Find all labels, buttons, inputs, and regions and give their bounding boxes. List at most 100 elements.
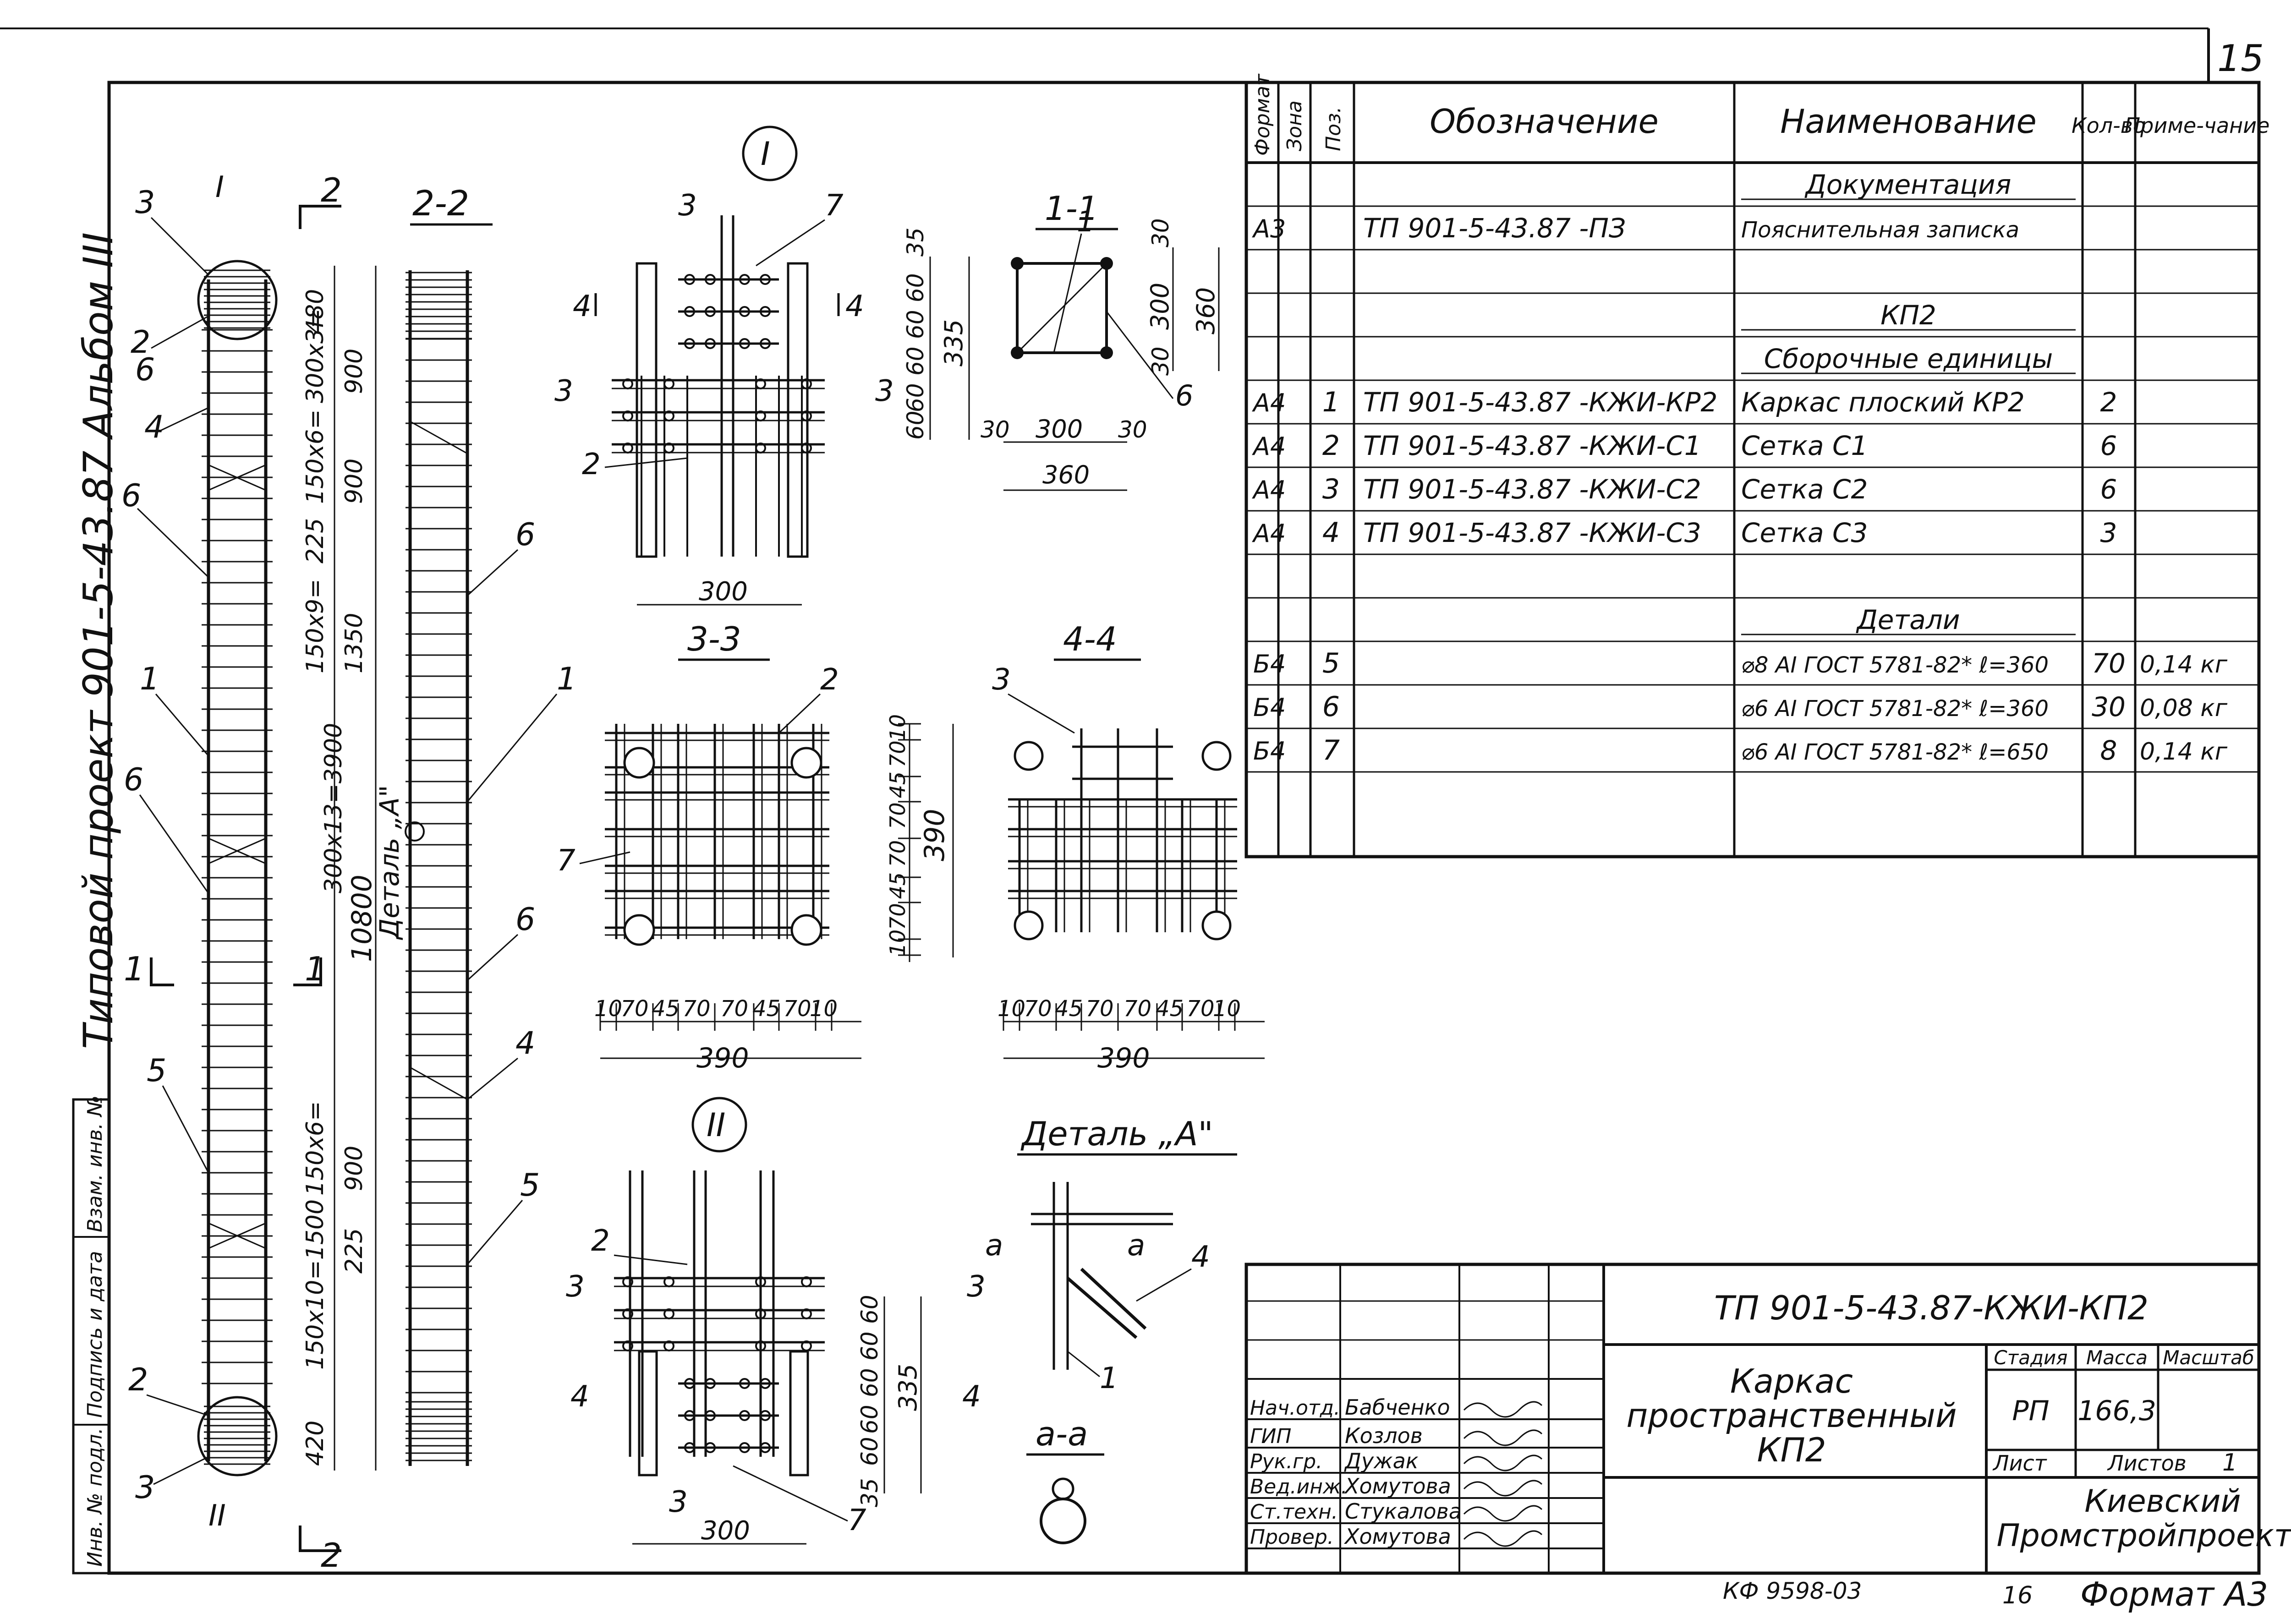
callout-6-top: 6 (135, 352, 155, 388)
s33-h-dim-0: 10 (594, 996, 622, 1022)
callout-mid-5: 5 (520, 1167, 540, 1203)
s11-dim-300-h: 300 (1036, 415, 1083, 443)
detail-I-cut-3-left: 3 (554, 374, 573, 408)
cut-label-2-bottom: 2 (321, 1536, 342, 1575)
spec-header-pos: Поз. (1322, 107, 1345, 151)
view-title-a-a: а-а (1036, 1415, 1088, 1453)
detail-II-dim-60-e: 60 (856, 1437, 883, 1466)
title-block-sheets-h: Листов (2107, 1451, 2187, 1476)
detail-II: II 2 3 7 300 60 60 60 60 60 335 35 3 3 4… (566, 1097, 986, 1546)
spec-row-13-qty: 8 (2100, 735, 2117, 766)
tb-role-4: Ст.техн. (1250, 1500, 1338, 1524)
s11-dim-360-h: 360 (1042, 460, 1090, 489)
dim-225-a: 225 (301, 518, 329, 563)
detail-I: I 3 7 2 300 35 60 60 60 60 60 335 4 4 3 … (554, 126, 970, 607)
spec-row-1-name: Пояснительная записка (1741, 217, 2019, 243)
spec-header-zone: Зона (1283, 100, 1306, 151)
s33-h-dim-4: 70 (720, 996, 748, 1022)
dim-150x10: 150x10=1500 (301, 1199, 329, 1370)
margin-title-text: Типовой проект 901-5-43.87 Альбом III (75, 232, 122, 1049)
dim-900-a: 900 (340, 349, 368, 394)
detail-A-ref: Деталь „А" (374, 785, 405, 940)
s33-h-dim-7: 10 (810, 996, 838, 1022)
s11-dim-30-right: 30 (1118, 416, 1147, 443)
detail-II-callout-3: 3 (669, 1485, 688, 1519)
detail-I-bars (612, 274, 825, 557)
dim-225-b: 225 (340, 1228, 368, 1274)
spec-header-qty: Кол-во (2072, 113, 2146, 138)
detail-circle-I (197, 260, 278, 340)
spec-row-8-format: А4 (1252, 519, 1286, 548)
title-block-stage-h: Стадия (1994, 1346, 2067, 1369)
spec-row-10-name: Детали (1855, 604, 1960, 635)
s44-h-dim-6: 70 (1186, 996, 1214, 1022)
s33-h-dim-5: 45 (752, 996, 780, 1022)
s44-h-dim-7: 10 (1213, 996, 1241, 1022)
elevation-callouts: 3 2 6 4 6 1 6 5 2 3 (121, 185, 209, 1506)
callout-3-bottom: 3 (135, 1470, 155, 1506)
detail-A-cut-a-right: а (1127, 1229, 1145, 1263)
spec-row-0-name: Документация (1804, 169, 2011, 200)
spec-row-12-qty: 30 (2092, 691, 2126, 722)
detail-I-dim-60-a: 60 (902, 273, 929, 302)
detail-II-dim-60-d: 60 (856, 1405, 883, 1434)
tb-name-1: Козлов (1345, 1423, 1423, 1448)
spec-row-13-note: 0,14 кг (2140, 738, 2228, 766)
detail-I-dim-60-c: 60 (902, 346, 929, 376)
tb-name-3: Хомутова (1344, 1474, 1451, 1498)
spec-row-13-name: ⌀6 АI ГОСТ 5781-82* ℓ=650 (1741, 739, 2049, 765)
spec-row-8-pos: 4 (1322, 517, 1340, 549)
bottom-page-number: 16 (2002, 1582, 2033, 1609)
title-block-code: ТП 901-5-43.87-КЖИ-КП2 (1714, 1289, 2148, 1327)
elevation-2-2: 2-2 Деталь „А" 6 1 6 4 5 (374, 183, 576, 1466)
s33-v-dim-7: 10 (885, 930, 910, 957)
tb-role-1: ГИП (1250, 1425, 1292, 1448)
detail-II-cut-4-right: 4 (962, 1380, 981, 1414)
spec-row-7-format: А4 (1252, 476, 1286, 504)
detail-II-dim-60-b: 60 (856, 1331, 883, 1361)
callout-6-mid: 6 (121, 478, 141, 514)
section-1-1-callout-1: 1 (1077, 205, 1095, 238)
spec-row-6-format: А4 (1252, 432, 1286, 461)
tb-role-2: Рук.гр. (1250, 1450, 1322, 1473)
cut-label-1-left: 1 (124, 950, 145, 988)
spec-header-note: Приме-чание (2125, 113, 2270, 138)
detail-II-dim-60-a: 60 (856, 1295, 883, 1324)
s33-h-dim-1: 70 (620, 996, 648, 1022)
view-title-detail-I: I (761, 135, 770, 173)
spec-row-6-pos: 2 (1322, 430, 1340, 462)
tb-signature-0 (1463, 1401, 1543, 1418)
detail-I-callout-3: 3 (678, 189, 697, 223)
title-block-title-2: пространственный (1626, 1396, 1957, 1435)
detail-II-dim-35: 35 (856, 1478, 883, 1507)
s33-h-dim-6: 70 (783, 996, 811, 1022)
spec-row-5-pos: 1 (1322, 386, 1340, 418)
spec-header-name: Наименование (1780, 102, 2037, 141)
callout-3-top: 3 (135, 185, 155, 221)
s44-callout-3: 3 (992, 663, 1011, 697)
detail-I-callout-7: 7 (825, 189, 844, 223)
spec-row-5-format: А4 (1252, 388, 1286, 417)
stamp-signature-date: Подпись и дата (83, 1251, 107, 1418)
dim-10800: 10800 (346, 875, 378, 962)
callout-mid-4: 4 (515, 1025, 535, 1061)
detail-I-dim-60-b: 60 (902, 310, 929, 339)
spec-row-8-name: Сетка С3 (1741, 517, 1868, 548)
detail-A: Деталь „А" а а 4 1 а-а (985, 1115, 1237, 1544)
detail-I-dim-60-e: 60 (902, 410, 929, 440)
detail-mark-I: I (215, 170, 224, 204)
margin-stamp: Инв. № подл. Подпись и дата Взам. инв. № (72, 1095, 110, 1575)
s44-h-dim-3: 70 (1085, 996, 1113, 1022)
view-title-detail-II: II (707, 1106, 725, 1144)
cut-label-1-right: 1 (305, 950, 326, 988)
title-block-stage: РП (2012, 1395, 2049, 1427)
tb-name-5: Хомутова (1344, 1524, 1451, 1549)
callout-2-top: 2 (131, 324, 150, 361)
tb-role-5: Провер. (1250, 1526, 1334, 1549)
margin-title: Типовой проект 901-5-43.87 Альбом III (75, 232, 122, 1049)
detail-I-dim-300: 300 (699, 577, 748, 607)
